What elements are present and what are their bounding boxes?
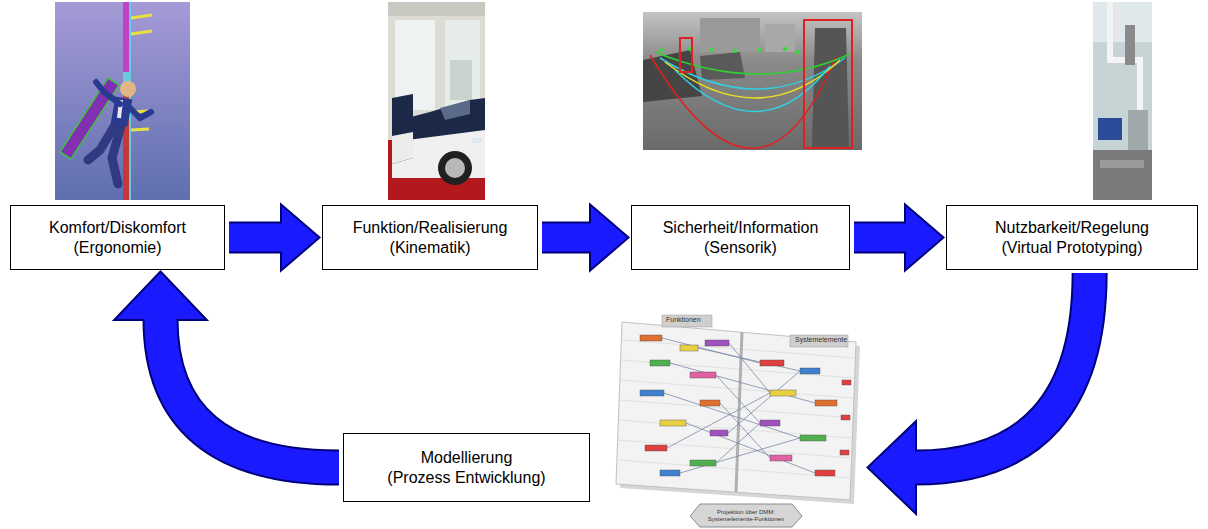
process-box: Modellierung (Prozess Entwicklung) [343,433,590,502]
dmm-matrix-image [616,315,860,527]
flow-arrow [542,207,627,269]
flow-arrow [229,207,318,269]
box-text: Modellierung (Prozess Entwicklung) [387,448,545,486]
box-text: Nutzbarkeit/Regelung (Virtual Prototypin… [995,218,1149,256]
image-label: Projektion über DMM: Systemelemente-Funk… [704,509,789,522]
flow-arrow [869,273,1090,512]
image-label: Funktionen [666,316,701,324]
lab-photo [1093,2,1152,200]
process-box: Nutzbarkeit/Regelung (Virtual Prototypin… [946,205,1198,270]
box-text: Funktion/Realisierung (Kinematik) [353,218,508,256]
process-box: Funktion/Realisierung (Kinematik) [322,205,538,270]
process-box: Sicherheit/Information (Sensorik) [631,205,850,270]
image-label: Systemelemente [795,336,847,344]
box-text: Sicherheit/Information (Sensorik) [663,218,819,256]
box-text: Komfort/Diskomfort (Ergonomie) [49,218,186,256]
flow-arrow [117,273,340,468]
ergonomics-figure [55,2,190,200]
camera-image [643,12,862,150]
car-photo [388,2,485,200]
flow-arrow [854,207,942,269]
process-box: Komfort/Diskomfort (Ergonomie) [10,205,225,270]
